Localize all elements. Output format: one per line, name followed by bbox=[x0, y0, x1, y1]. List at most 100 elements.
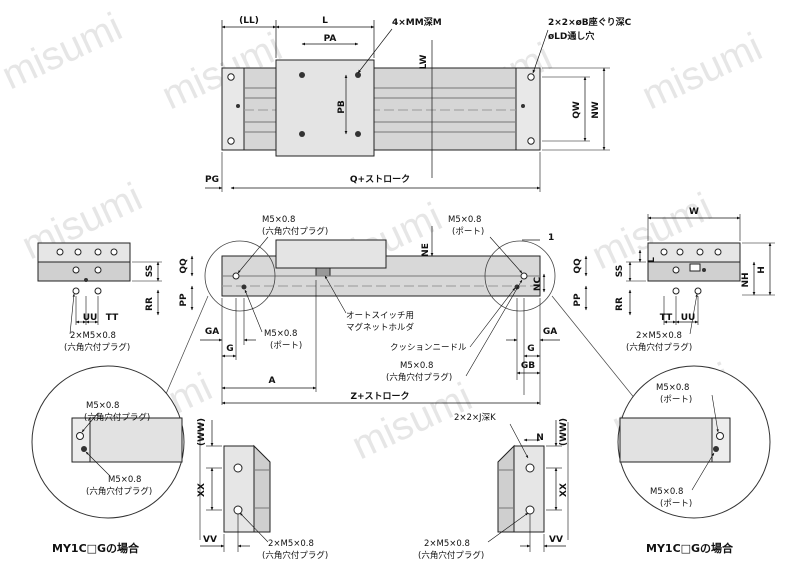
counterbore-icon bbox=[227, 73, 235, 81]
dim-h: H bbox=[757, 266, 767, 274]
plug-icon bbox=[233, 505, 243, 515]
port-icon bbox=[84, 278, 88, 282]
circle-right-caption: MY1C□Gの場合 bbox=[646, 541, 734, 555]
detail-circle-right: M5×0.8 (ポート) M5×0.8 (ポート) MY1C□Gの場合 bbox=[551, 295, 771, 555]
mount-hole-icon bbox=[299, 131, 305, 137]
circle-right-b-title: M5×0.8 bbox=[650, 487, 683, 497]
dim-w: W bbox=[689, 207, 699, 217]
dim-q-stroke: Q+ストローク bbox=[350, 174, 410, 185]
dim-g-left: G bbox=[226, 344, 233, 354]
right-end-note-title: 2×M5×0.8 bbox=[636, 331, 682, 341]
note-auto-switch-1: オートスイッチ用 bbox=[346, 311, 414, 321]
circle-right-a-sub: (ポート) bbox=[660, 395, 692, 405]
plug-icon bbox=[672, 266, 680, 274]
slide-table-front bbox=[275, 239, 387, 269]
dim-pp-right: PP bbox=[573, 293, 583, 307]
port-icon bbox=[514, 284, 520, 290]
note-port-top-sub: (ポート) bbox=[452, 227, 484, 237]
circle-left-a-title: M5×0.8 bbox=[86, 401, 119, 411]
bottom-left-note-title: 2×M5×0.8 bbox=[268, 539, 314, 549]
mount-hole-icon bbox=[355, 72, 361, 78]
note-port-left-title: M5×0.8 bbox=[264, 329, 297, 339]
front-view: M5×0.8 (六角穴付プラグ) M5×0.8 (ポート) M5×0.8 (ポー… bbox=[179, 215, 588, 443]
plug-icon bbox=[525, 505, 535, 515]
port-icon bbox=[521, 104, 525, 108]
note-auto-switch-2: マグネットホルダ bbox=[346, 322, 415, 333]
top-view: (LL) L PA PB 4×MM深M 2×2×øB座ぐり深C øLD通し穴 L… bbox=[205, 16, 632, 192]
circle-right-b-sub: (ポート) bbox=[660, 499, 692, 509]
plug-icon bbox=[232, 272, 240, 280]
bottom-right-body bbox=[497, 444, 515, 533]
dim-vv-left: VV bbox=[203, 535, 217, 545]
watermark-text: misumi bbox=[0, 5, 129, 98]
counterbore-icon bbox=[110, 248, 118, 256]
dim-l-right: L bbox=[647, 257, 657, 263]
note-port-top-title: M5×0.8 bbox=[448, 215, 481, 225]
note-mm: 4×MM深M bbox=[392, 16, 442, 28]
dim-nh: NH bbox=[741, 272, 751, 287]
bottom-right-end: 2×2×J深K (WW) XX VV 2×M5×0.8 (六角穴付プラグ) bbox=[418, 413, 569, 561]
dim-rr-left: RR bbox=[145, 297, 155, 311]
dim-pa: PA bbox=[324, 34, 337, 44]
port-icon bbox=[236, 104, 240, 108]
dim-qq-right: QQ bbox=[573, 258, 583, 274]
dim-qw: QW bbox=[572, 101, 582, 119]
counterbore-icon bbox=[527, 73, 535, 81]
dim-uu-right: UU bbox=[681, 313, 696, 323]
plug-icon bbox=[94, 266, 102, 274]
mount-hole-icon bbox=[299, 72, 305, 78]
plug-icon bbox=[520, 272, 528, 280]
right-end-view: W SS RR L NH H TT UU 2×M5×0.8 (六角穴付プラグ) bbox=[615, 207, 775, 353]
note-through-hole: øLD通し穴 bbox=[548, 30, 594, 42]
dim-uu-left: UU bbox=[83, 313, 98, 323]
dim-ga-left: GA bbox=[205, 327, 219, 337]
detail-circle-left-marker bbox=[204, 240, 276, 312]
dim-ga-right: GA bbox=[543, 327, 557, 337]
plug-icon bbox=[72, 287, 80, 295]
plug-icon bbox=[672, 287, 680, 295]
dim-l: L bbox=[322, 16, 328, 26]
note-plug-title: M5×0.8 bbox=[262, 215, 295, 225]
cylinder-body bbox=[221, 67, 541, 151]
dim-ss-left: SS bbox=[145, 265, 155, 278]
mount-hole-icon bbox=[355, 131, 361, 137]
dim-one: 1 bbox=[548, 233, 554, 243]
counterbore-icon bbox=[696, 248, 704, 256]
counterbore-icon bbox=[527, 137, 535, 145]
bottom-right-plate bbox=[513, 445, 545, 533]
plug-icon bbox=[694, 287, 702, 295]
dim-vv-right: VV bbox=[549, 535, 563, 545]
circle-left-b-sub: (六角穴付プラグ) bbox=[86, 486, 152, 497]
dim-a: A bbox=[269, 376, 276, 386]
circle-left-b-title: M5×0.8 bbox=[108, 475, 141, 485]
note-port-left-sub: (ポート) bbox=[270, 341, 302, 351]
dim-pg: PG bbox=[205, 175, 219, 185]
port-icon bbox=[702, 268, 706, 272]
bottom-left-note-sub: (六角穴付プラグ) bbox=[262, 550, 328, 561]
counterbore-icon bbox=[714, 248, 722, 256]
plug-icon bbox=[72, 266, 80, 274]
plug-icon bbox=[81, 446, 87, 452]
dim-qq: QQ bbox=[179, 258, 189, 274]
dim-nw: NW bbox=[591, 101, 601, 119]
bottom-left-plate bbox=[223, 445, 255, 533]
counterbore-icon bbox=[676, 248, 684, 256]
circle-left-a-sub: (六角穴付プラグ) bbox=[84, 412, 150, 423]
bottom-left-end: (WW) XX VV 2×M5×0.8 (六角穴付プラグ) bbox=[197, 418, 328, 561]
dim-ww-left: (WW) bbox=[197, 418, 207, 446]
dim-rr-right: RR bbox=[615, 297, 625, 311]
dim-ww-right: (WW) bbox=[559, 418, 569, 446]
counterbore-icon bbox=[56, 248, 64, 256]
dim-tt-left: TT bbox=[106, 313, 119, 323]
circle-right-a-title: M5×0.8 bbox=[656, 383, 689, 393]
counterbore-icon bbox=[94, 248, 102, 256]
counterbore-icon bbox=[74, 248, 82, 256]
dim-pp: PP bbox=[179, 293, 189, 307]
plug-icon bbox=[94, 287, 102, 295]
dim-z-stroke: Z+ストローク bbox=[350, 391, 409, 402]
plug-icon bbox=[233, 463, 243, 473]
bottom-left-body bbox=[253, 444, 271, 533]
plug-icon bbox=[76, 432, 84, 440]
left-end-cap bbox=[221, 67, 245, 151]
